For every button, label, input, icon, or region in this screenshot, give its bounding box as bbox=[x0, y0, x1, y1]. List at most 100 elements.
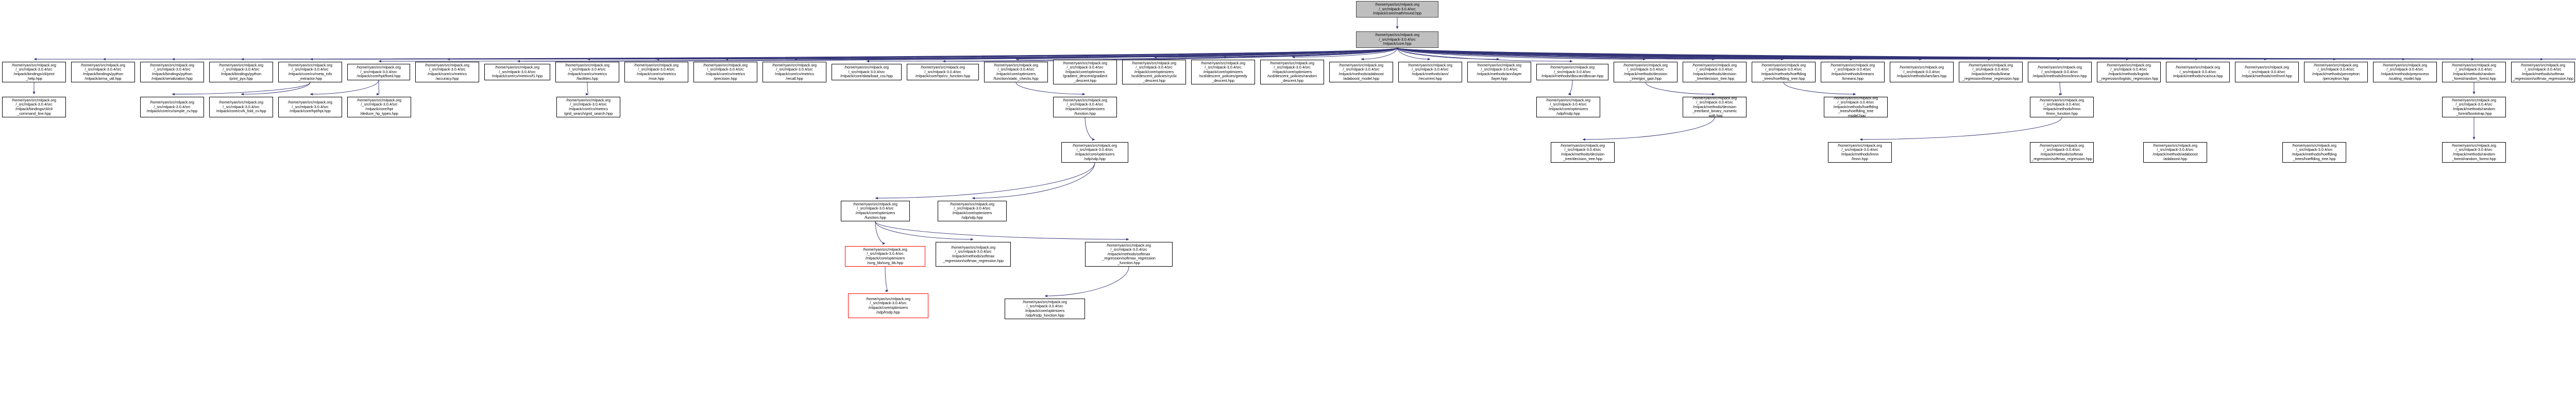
graph-node[interactable]: /home/ryan/src/mlpack.org /_src/mlpack-3… bbox=[2, 62, 66, 82]
graph-edge bbox=[1397, 47, 1991, 61]
graph-node[interactable]: /home/ryan/src/mlpack.org /_src/mlpack-3… bbox=[2282, 142, 2346, 163]
graph-node[interactable]: /home/ryan/src/mlpack.org /_src/mlpack-3… bbox=[1398, 62, 1462, 82]
graph-node[interactable]: /home/ryan/src/mlpack.org /_src/mlpack-3… bbox=[1122, 60, 1186, 84]
graph-edge bbox=[1397, 47, 1573, 63]
graph-edge bbox=[1568, 80, 1573, 96]
graph-node[interactable]: /home/ryan/src/mlpack.org /_src/mlpack-3… bbox=[2030, 142, 2094, 163]
graph-node[interactable]: /home/ryan/src/mlpack.org /_src/mlpack-3… bbox=[832, 64, 902, 80]
graph-edge bbox=[587, 47, 1398, 61]
graph-node[interactable]: /home/ryan/src/mlpack.org /_src/mlpack-3… bbox=[1683, 97, 1747, 117]
graph-edge bbox=[972, 162, 1095, 200]
graph-node[interactable]: /home/ryan/src/mlpack.org /_src/mlpack-3… bbox=[762, 62, 826, 82]
graph-edge bbox=[1397, 47, 2336, 61]
graph-node[interactable]: /home/ryan/src/mlpack.org /_src/mlpack-3… bbox=[556, 97, 620, 117]
graph-node[interactable]: /home/ryan/src/mlpack.org /_src/mlpack-3… bbox=[1551, 142, 1615, 163]
graph-edge bbox=[1859, 117, 2062, 141]
graph-node[interactable]: /home/ryan/src/mlpack.org /_src/mlpack-3… bbox=[984, 62, 1048, 82]
graph-edge bbox=[885, 266, 889, 292]
graph-node-root[interactable]: /home/ryan/src/mlpack.org /_src/mlpack-3… bbox=[1356, 1, 1438, 18]
graph-edge bbox=[1397, 47, 1646, 61]
graph-node[interactable]: /home/ryan/src/mlpack.org /_src/mlpack-3… bbox=[140, 62, 204, 82]
graph-node[interactable]: /home/ryan/src/mlpack.org /_src/mlpack-3… bbox=[936, 242, 1011, 267]
graph-node[interactable]: /home/ryan/src/mlpack.org /_src/mlpack-3… bbox=[1890, 62, 1954, 82]
graph-node[interactable]: /home/ryan/src/mlpack.org /_src/mlpack-3… bbox=[415, 62, 479, 82]
graph-edge bbox=[172, 82, 311, 96]
graph-node[interactable]: /home/ryan/src/mlpack.org /_src/mlpack-3… bbox=[1959, 62, 2023, 82]
graph-node[interactable]: /home/ryan/src/mlpack.org /_src/mlpack-3… bbox=[1824, 97, 1888, 117]
graph-node[interactable]: /home/ryan/src/mlpack.org /_src/mlpack-3… bbox=[1053, 60, 1117, 84]
graph-node[interactable]: /home/ryan/src/mlpack.org /_src/mlpack-3… bbox=[1683, 62, 1747, 82]
graph-edge bbox=[241, 82, 311, 96]
graph-edge bbox=[794, 47, 1398, 61]
graph-node[interactable]: /home/ryan/src/mlpack.org /_src/mlpack-3… bbox=[278, 97, 342, 117]
graph-node[interactable]: /home/ryan/src/mlpack.org /_src/mlpack-3… bbox=[848, 293, 928, 318]
graph-node[interactable]: /home/ryan/src/mlpack.org /_src/mlpack-3… bbox=[1191, 60, 1255, 84]
graph-node[interactable]: /home/ryan/src/mlpack.org /_src/mlpack-3… bbox=[140, 97, 204, 117]
graph-edge bbox=[656, 47, 1398, 61]
graph-node[interactable]: /home/ryan/src/mlpack.org /_src/mlpack-3… bbox=[209, 97, 273, 117]
graph-node[interactable]: /home/ryan/src/mlpack.org /_src/mlpack-3… bbox=[1005, 299, 1085, 319]
graph-edge bbox=[586, 82, 589, 96]
graph-edge bbox=[33, 47, 1398, 61]
graph-node[interactable]: /home/ryan/src/mlpack.org /_src/mlpack-3… bbox=[1828, 142, 1892, 163]
graph-node[interactable]: /home/ryan/src/mlpack.org /_src/mlpack-3… bbox=[1467, 62, 1531, 82]
graph-edge bbox=[1084, 117, 1095, 141]
graph-node[interactable]: /home/ryan/src/mlpack.org /_src/mlpack-3… bbox=[2442, 142, 2506, 163]
graph-edge bbox=[1397, 47, 2198, 61]
graph-node[interactable]: /home/ryan/src/mlpack.org /_src/mlpack-3… bbox=[1329, 62, 1393, 82]
graph-node[interactable]: /home/ryan/src/mlpack.org /_src/mlpack-3… bbox=[209, 62, 273, 82]
graph-edge bbox=[310, 80, 379, 96]
graph-node[interactable]: /home/ryan/src/mlpack.org /_src/mlpack-3… bbox=[2097, 62, 2161, 82]
graph-node[interactable]: /home/ryan/src/mlpack.org /_src/mlpack-3… bbox=[1061, 142, 1128, 163]
graph-node[interactable]: /home/ryan/src/mlpack.org /_src/mlpack-3… bbox=[1821, 62, 1885, 82]
graph-node[interactable]: /home/ryan/src/mlpack.org /_src/mlpack-3… bbox=[1614, 62, 1677, 82]
graph-edge bbox=[725, 47, 1398, 61]
graph-edge bbox=[1015, 47, 1398, 61]
graph-edge bbox=[1223, 47, 1398, 59]
graph-edge bbox=[447, 47, 1398, 61]
graph-node[interactable]: /home/ryan/src/mlpack.org /_src/mlpack-3… bbox=[2028, 62, 2092, 82]
graph-node[interactable]: /home/ryan/src/mlpack.org /_src/mlpack-3… bbox=[2442, 97, 2506, 117]
graph-edge bbox=[1397, 47, 2576, 60]
graph-node[interactable]: /home/ryan/src/mlpack.org /_src/mlpack-3… bbox=[484, 64, 550, 80]
graph-node[interactable]: /home/ryan/src/mlpack.org /_src/mlpack-3… bbox=[2030, 97, 2094, 117]
graph-edge bbox=[1645, 82, 1715, 96]
graph-node[interactable]: /home/ryan/src/mlpack.org /_src/mlpack-3… bbox=[347, 64, 410, 80]
graph-node[interactable]: /home/ryan/src/mlpack.org /_src/mlpack-3… bbox=[1053, 97, 1117, 117]
graph-node[interactable]: /home/ryan/src/mlpack.org /_src/mlpack-3… bbox=[71, 62, 135, 82]
graph-node[interactable]: /home/ryan/src/mlpack.org /_src/mlpack-3… bbox=[2442, 62, 2506, 82]
graph-node[interactable]: /home/ryan/src/mlpack.org /_src/mlpack-3… bbox=[2143, 142, 2207, 163]
graph-node[interactable]: /home/ryan/src/mlpack.org /_src/mlpack-3… bbox=[347, 97, 411, 117]
graph-edge bbox=[1397, 47, 2475, 61]
graph-node[interactable]: /home/ryan/src/mlpack.org /_src/mlpack-3… bbox=[2, 97, 66, 117]
graph-edge bbox=[1397, 47, 1853, 61]
graph-node[interactable]: /home/ryan/src/mlpack.org /_src/mlpack-3… bbox=[555, 62, 619, 82]
graph-node[interactable]: /home/ryan/src/mlpack.org /_src/mlpack-3… bbox=[938, 201, 1007, 221]
graph-edge bbox=[875, 162, 1095, 200]
graph-node[interactable]: /home/ryan/src/mlpack.org /_src/mlpack-3… bbox=[907, 64, 979, 80]
graph-node[interactable]: /home/ryan/src/mlpack.org /_src/mlpack-3… bbox=[845, 246, 925, 267]
graph-edge bbox=[310, 47, 1398, 61]
graph-node[interactable]: /home/ryan/src/mlpack.org /_src/mlpack-3… bbox=[1536, 64, 1608, 80]
graph-node[interactable]: /home/ryan/src/mlpack.org /_src/mlpack-3… bbox=[2373, 62, 2437, 82]
graph-edge bbox=[241, 47, 1398, 61]
graph-node[interactable]: /home/ryan/src/mlpack.org /_src/mlpack-3… bbox=[278, 62, 342, 82]
graph-node[interactable]: /home/ryan/src/mlpack.org /_src/mlpack-3… bbox=[693, 62, 757, 82]
graph-edge bbox=[875, 221, 974, 241]
graph-edge bbox=[1397, 47, 1715, 61]
graph-node[interactable]: /home/ryan/src/mlpack.org /_src/mlpack-3… bbox=[624, 62, 688, 82]
graph-node[interactable]: /home/ryan/src/mlpack.org /_src/mlpack-3… bbox=[841, 201, 910, 221]
graph-edge bbox=[1397, 47, 2129, 61]
graph-node[interactable]: /home/ryan/src/mlpack.org /_src/mlpack-3… bbox=[2235, 62, 2299, 82]
graph-node-root[interactable]: /home/ryan/src/mlpack.org /_src/mlpack-3… bbox=[1356, 31, 1438, 48]
graph-node[interactable]: /home/ryan/src/mlpack.org /_src/mlpack-3… bbox=[1536, 97, 1600, 117]
graph-node[interactable]: /home/ryan/src/mlpack.org /_src/mlpack-3… bbox=[2304, 62, 2368, 82]
graph-node[interactable]: /home/ryan/src/mlpack.org /_src/mlpack-3… bbox=[1085, 242, 1173, 267]
graph-node[interactable]: /home/ryan/src/mlpack.org /_src/mlpack-3… bbox=[1260, 60, 1324, 84]
graph-edge bbox=[1397, 47, 1784, 61]
graph-node[interactable]: /home/ryan/src/mlpack.org /_src/mlpack-3… bbox=[2166, 62, 2230, 82]
graph-node[interactable]: /home/ryan/src/mlpack.org /_src/mlpack-3… bbox=[2511, 62, 2575, 82]
graph-edge bbox=[875, 221, 1129, 241]
graph-node[interactable]: /home/ryan/src/mlpack.org /_src/mlpack-3… bbox=[1752, 62, 1816, 82]
